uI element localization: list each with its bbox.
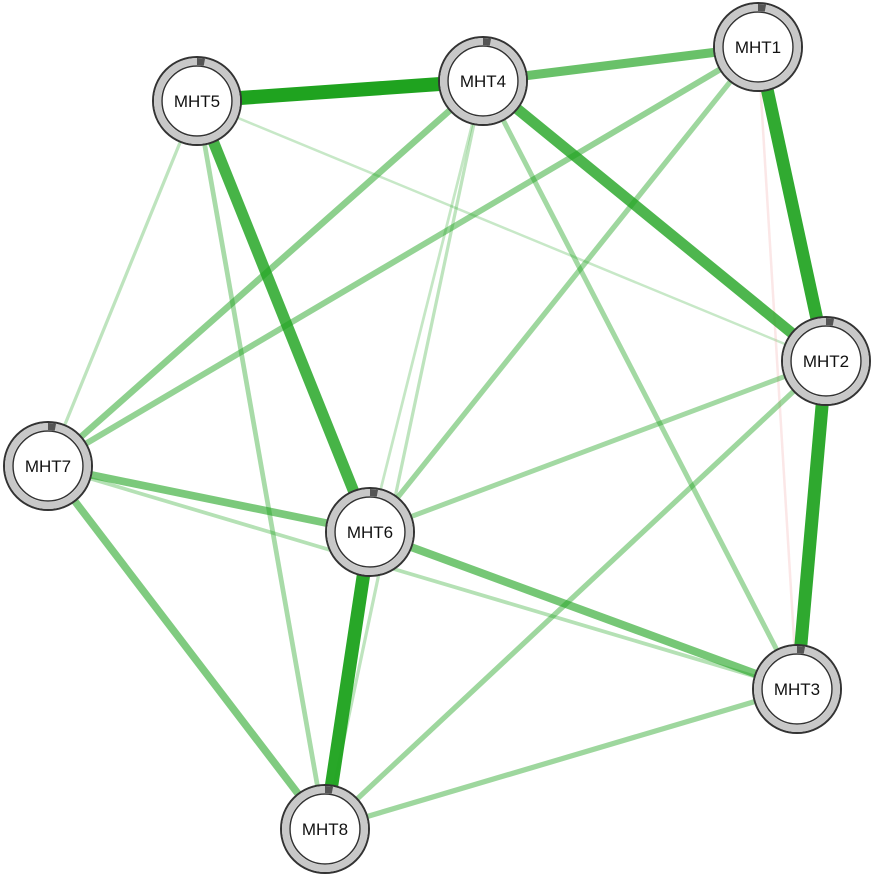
edge-mht4-mht2	[479, 76, 830, 366]
edges-layer	[45, 42, 833, 832]
node-pie-segment	[757, 4, 767, 12]
node-inner-circle	[761, 653, 833, 725]
node-pie-segment	[482, 38, 492, 46]
node-inner-circle	[12, 430, 84, 502]
edge-mht4-mht8	[323, 80, 485, 830]
node-inner-circle	[790, 325, 862, 397]
edge-mht1-mht3	[756, 46, 799, 690]
node-mht1[interactable]: MHT1	[713, 2, 803, 92]
edge-mht2-mht8	[323, 359, 828, 831]
edge-mht5-mht7	[46, 100, 199, 467]
node-mht2[interactable]: MHT2	[781, 316, 871, 406]
edge-mht7-mht8	[45, 463, 328, 832]
edge-mht4-mht3	[480, 79, 800, 691]
edge-mht7-mht6	[47, 462, 371, 536]
edge-mht5-mht6	[191, 98, 376, 535]
node-mht6[interactable]: MHT6	[325, 487, 415, 577]
node-pie-segment	[796, 646, 806, 654]
edge-mht5-mht2	[196, 99, 827, 363]
node-inner-circle	[289, 793, 361, 865]
node-label: MHT6	[347, 523, 393, 542]
edge-mht1-mht6	[367, 45, 761, 534]
node-label: MHT4	[460, 72, 506, 91]
edge-mht6-mht3	[368, 528, 799, 693]
edge-mht7-mht3	[47, 464, 798, 691]
node-pie-segment	[324, 786, 334, 794]
node-inner-circle	[161, 65, 233, 137]
edge-mht5-mht8	[194, 100, 328, 830]
node-mht5[interactable]: MHT5	[152, 56, 242, 146]
edge-mht4-mht6	[368, 80, 485, 533]
node-inner-circle	[722, 11, 794, 83]
node-pie-segment	[47, 423, 57, 431]
node-pie-segment	[825, 318, 835, 326]
node-mht3[interactable]: MHT3	[752, 644, 842, 734]
node-label: MHT2	[803, 352, 849, 371]
node-inner-circle	[447, 45, 519, 117]
edge-mht4-mht1	[482, 42, 759, 86]
node-label: MHT8	[302, 820, 348, 839]
node-mht8[interactable]: MHT8	[280, 784, 370, 874]
node-label: MHT7	[25, 457, 71, 476]
edge-mht1-mht2	[751, 45, 833, 363]
node-label: MHT1	[735, 38, 781, 57]
edge-mht1-mht7	[46, 44, 760, 469]
node-label: MHT3	[774, 680, 820, 699]
node-mht7[interactable]: MHT7	[3, 421, 93, 511]
node-pie-segment	[369, 489, 379, 497]
edge-mht2-mht3	[790, 360, 833, 690]
node-pie-segment	[196, 58, 206, 66]
edge-mht6-mht8	[318, 530, 377, 831]
edge-mht3-mht8	[324, 686, 798, 832]
edge-mht2-mht6	[369, 358, 827, 535]
node-mht4[interactable]: MHT4	[438, 36, 528, 126]
node-label: MHT5	[174, 92, 220, 111]
edge-mht5-mht4	[196, 74, 484, 108]
node-inner-circle	[334, 496, 406, 568]
